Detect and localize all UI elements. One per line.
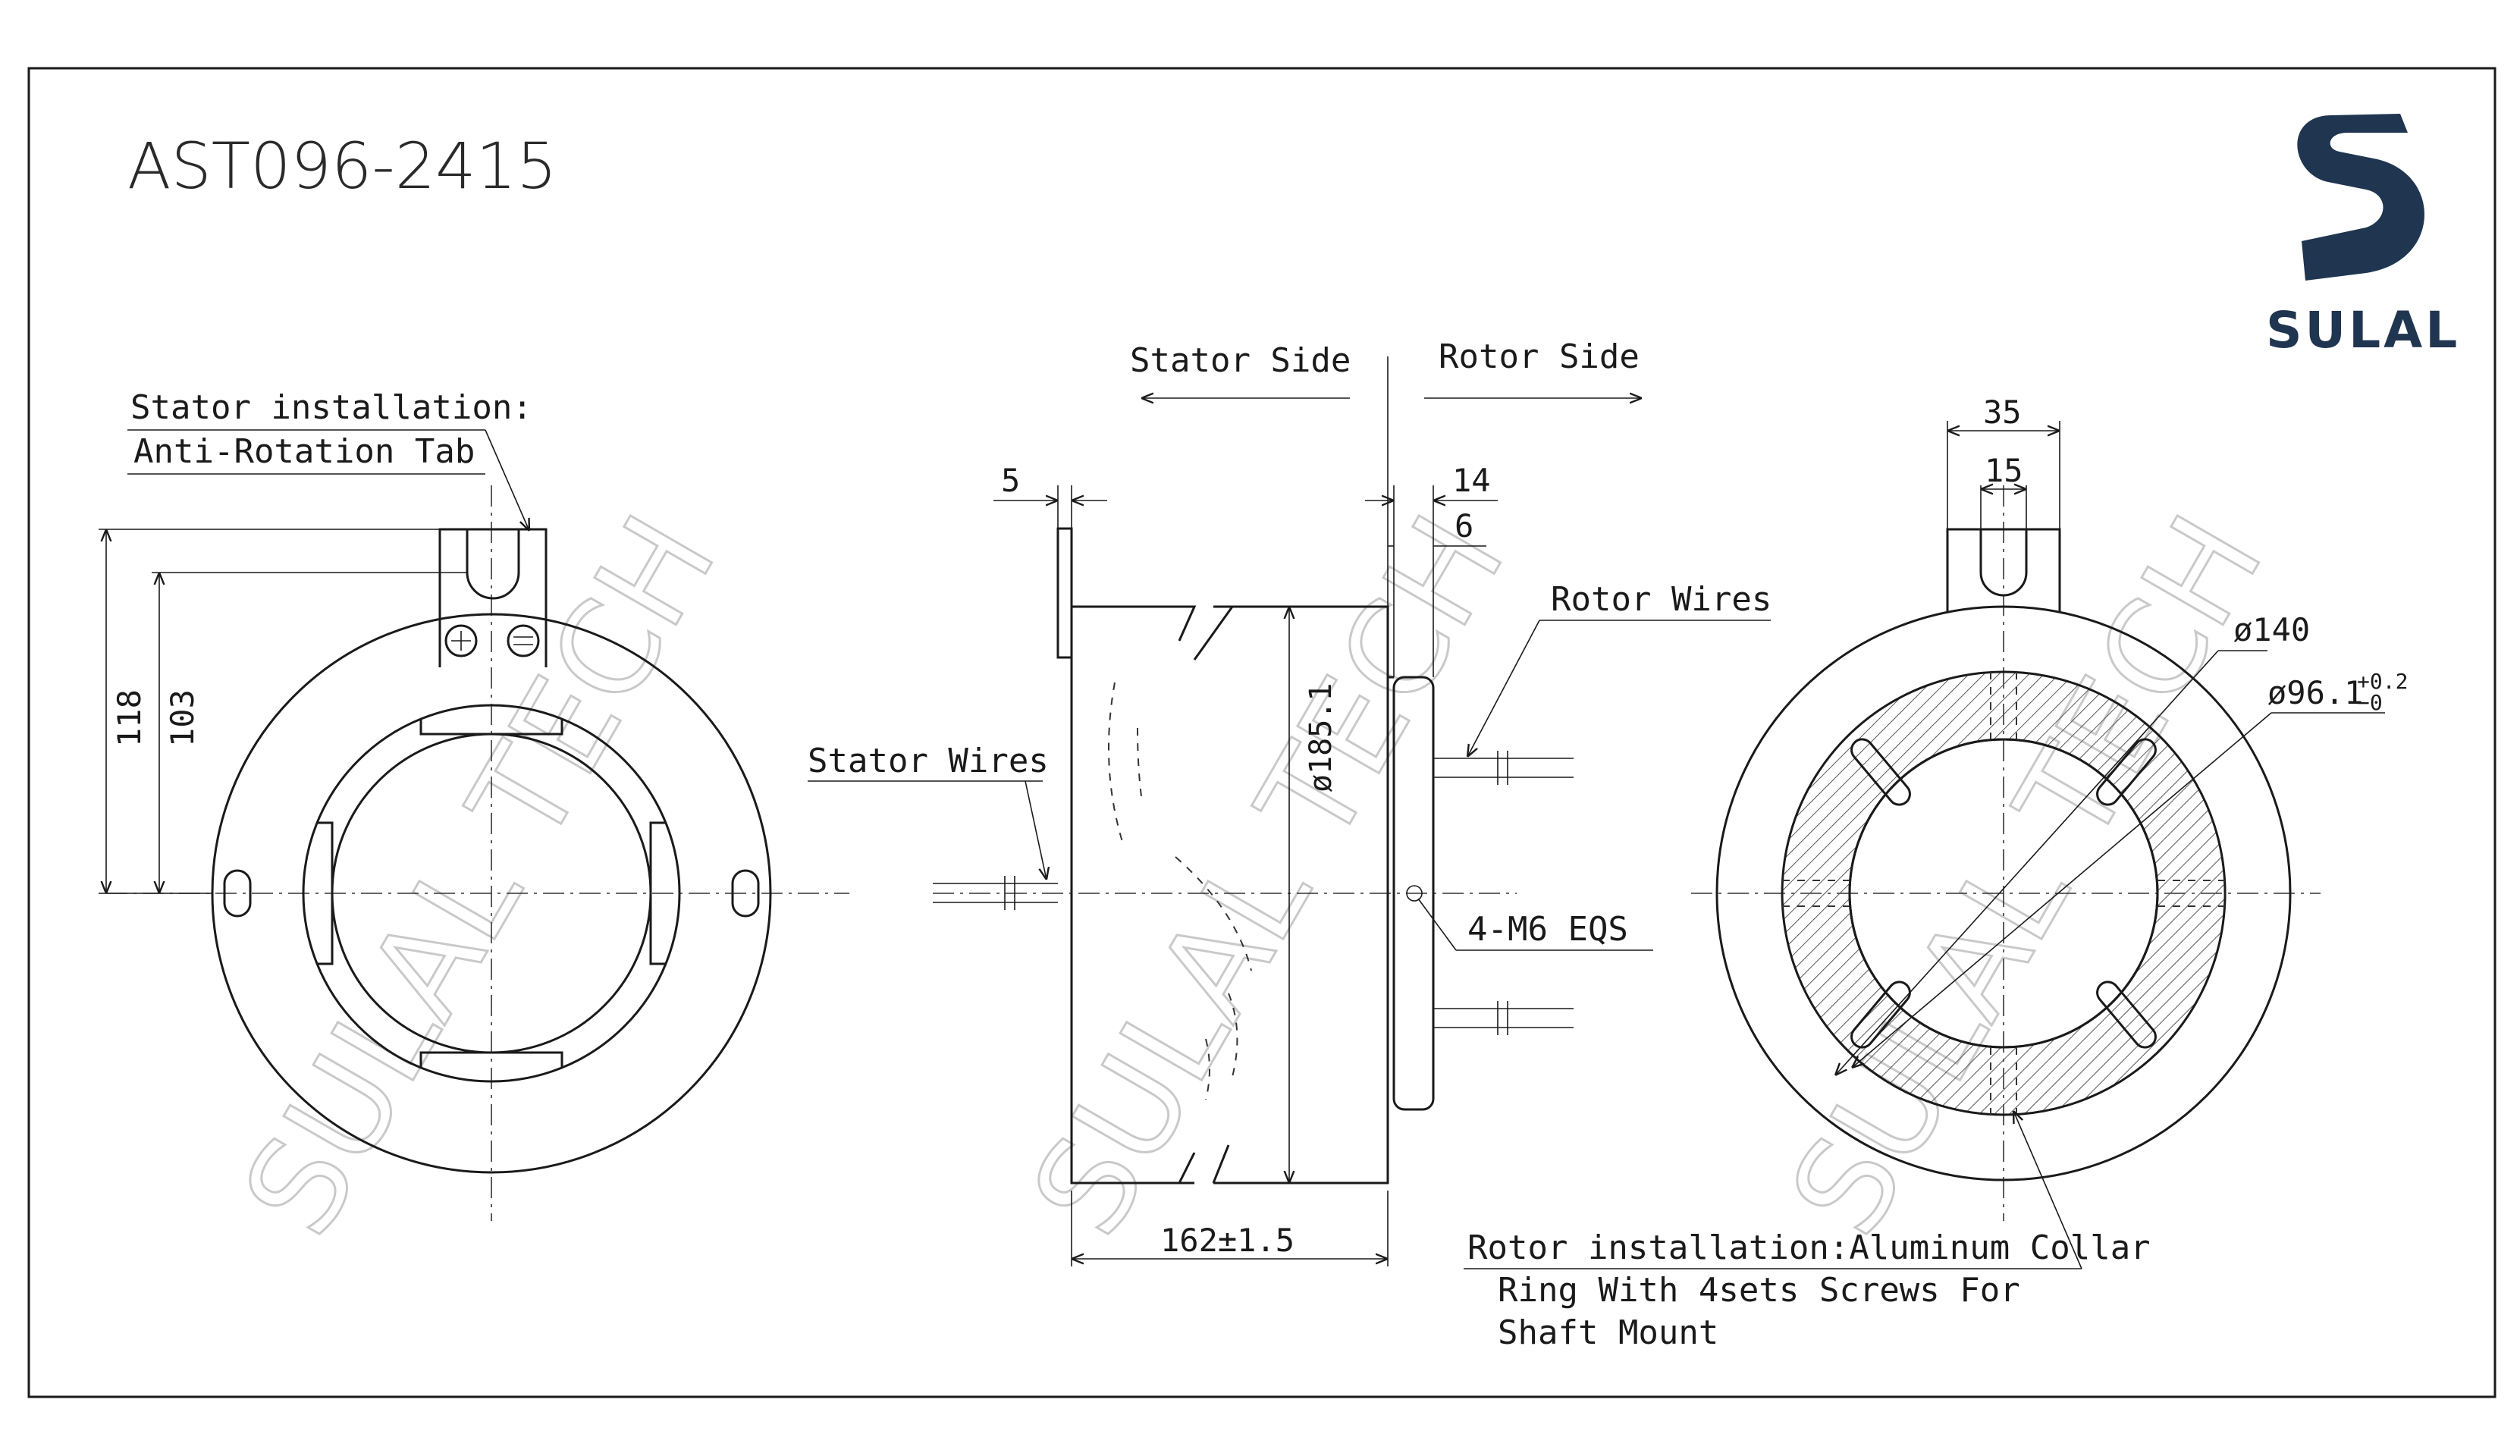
logo-s-mark-icon: [2297, 114, 2424, 281]
dim-118: 118: [111, 689, 148, 747]
dim-diameter-140: ø140: [2233, 611, 2310, 648]
tolerance-lower: −0: [2357, 690, 2383, 715]
rotor-wires-label: Rotor Wires: [1551, 580, 1772, 619]
brand-name: SULAL: [2266, 301, 2460, 359]
dim-bore: ø96.1: [2267, 674, 2363, 711]
anti-rotation-tab: [438, 528, 548, 667]
stator-flange: [1056, 527, 1073, 659]
tab-screw-right-icon: [507, 624, 540, 657]
stator-wires-label: Stator Wires: [808, 742, 1049, 780]
dim-diameter-185: ø185.1: [1304, 683, 1338, 793]
dim-length-162: 162±1.5: [1160, 1222, 1295, 1259]
sulal-logo: SULAL: [2266, 114, 2460, 359]
right-tab: [1946, 528, 2061, 613]
left-view: 118 103 Stator installation: Anti-Rotati…: [99, 388, 849, 1221]
anti-rotation-tab-label: Anti-Rotation Tab: [133, 432, 475, 471]
dim-35: 35: [1983, 394, 2022, 431]
screw-note-label: 4-M6 EQS: [1467, 910, 1628, 949]
drawing-frame: [27, 67, 2496, 1398]
dim-15: 15: [1985, 452, 2023, 489]
rotor-collar: [1392, 676, 1435, 1111]
side-view: Stator Side Rotor Side 5 14 6 ø185.1 162…: [808, 337, 1772, 1266]
rotor-side-label: Rotor Side: [1439, 337, 1640, 376]
model-number: AST096-2415: [127, 129, 557, 203]
watermark-left: SULAL TECH: [215, 492, 745, 1260]
dim-5: 5: [1001, 462, 1020, 499]
tab-screw-left-icon: [444, 624, 478, 657]
right-view: 35 15 ø140 ø96.1 +0.2 −0 Rotor installat…: [1464, 394, 2408, 1352]
rotor-installation-line2: Ring With 4sets Screws For: [1498, 1271, 2020, 1310]
dim-103: 103: [164, 689, 201, 747]
rotor-installation-line3: Shaft Mount: [1498, 1313, 1718, 1352]
dim-14: 14: [1452, 462, 1491, 499]
stator-side-label: Stator Side: [1130, 341, 1351, 380]
dim-6: 6: [1455, 507, 1473, 544]
side-screw-icon: [1406, 885, 1423, 902]
tolerance-upper: +0.2: [2357, 669, 2408, 694]
rotor-installation-line1: Rotor installation:Aluminum Collar: [1467, 1228, 2151, 1267]
stator-installation-label: Stator installation:: [130, 388, 532, 427]
